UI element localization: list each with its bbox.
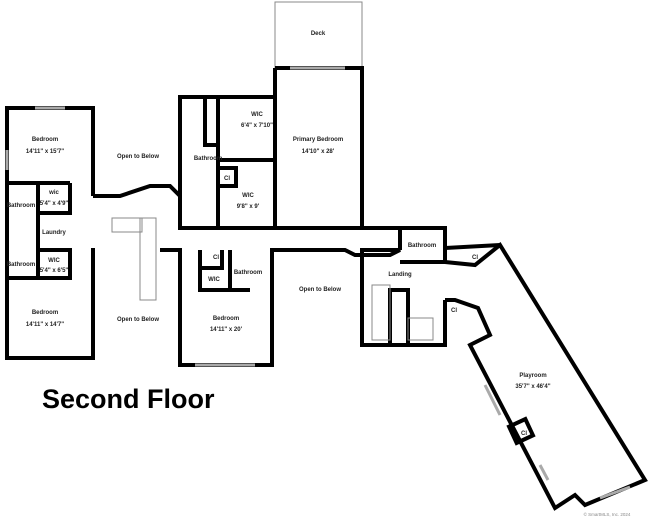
closet-playroom-label: Cl <box>521 431 527 437</box>
copyright: © SmartMLS, Inc. 2024 <box>584 511 631 517</box>
bedroom-nw-label: Bedroom <box>32 137 58 143</box>
open-to-below-2: Open to Below <box>117 317 159 323</box>
wic-sw-size: 5'4" x 6'5" <box>40 268 69 274</box>
bathroom-landing-label: Bathroom <box>408 243 436 249</box>
primary-wic-1-size: 6'4" x 7'10" <box>241 123 273 129</box>
deck-outline <box>274 1 363 68</box>
playroom-size: 35'7" x 46'4" <box>515 384 550 390</box>
wic-nw-size: 5'4" x 4'9" <box>40 201 69 207</box>
walls <box>5 66 648 511</box>
bedroom-center-size: 14'11" x 20' <box>210 327 243 333</box>
wic-sw-label: WIC <box>48 258 60 264</box>
primary-closet-label: Cl <box>224 176 230 182</box>
primary-bedroom-size: 14'10" x 28' <box>302 149 335 155</box>
wic-nw-label: wic <box>48 190 59 196</box>
open-to-below-3: Open to Below <box>299 287 341 293</box>
bedroom-nw-size: 14'11" x 15'7" <box>26 149 64 155</box>
primary-bathroom-label: Bathroom <box>194 156 222 162</box>
primary-wic-2-label: WIC <box>242 193 254 199</box>
closet-landing-2-label: Cl <box>451 308 457 314</box>
bedroom-sw-label: Bedroom <box>32 310 58 316</box>
bathroom-sw-label: Bathroom <box>7 262 35 268</box>
floor-title: Second Floor <box>42 384 215 414</box>
closet-center-label: Cl <box>213 255 219 261</box>
windows <box>5 66 631 500</box>
primary-wic-1-label: WIC <box>251 112 263 118</box>
laundry-label: Laundry <box>42 230 66 236</box>
stairs <box>111 217 434 341</box>
landing-label: Landing <box>388 272 412 278</box>
bathroom-center-label: Bathroom <box>234 270 262 276</box>
playroom-label: Playroom <box>519 373 546 379</box>
open-to-below-1: Open to Below <box>117 154 159 160</box>
primary-wic-2-size: 9'8" x 9' <box>237 204 260 210</box>
wic-center-label: WIC <box>208 277 220 283</box>
bedroom-sw-size: 14'11" x 14'7" <box>26 322 64 328</box>
bedroom-center-label: Bedroom <box>213 316 239 322</box>
primary-bedroom-label: Primary Bedroom <box>293 137 343 143</box>
bathroom-nw-label: Bathroom <box>7 203 35 209</box>
deck-label: Deck <box>311 31 326 37</box>
closet-landing-1-label: Cl <box>472 255 478 261</box>
